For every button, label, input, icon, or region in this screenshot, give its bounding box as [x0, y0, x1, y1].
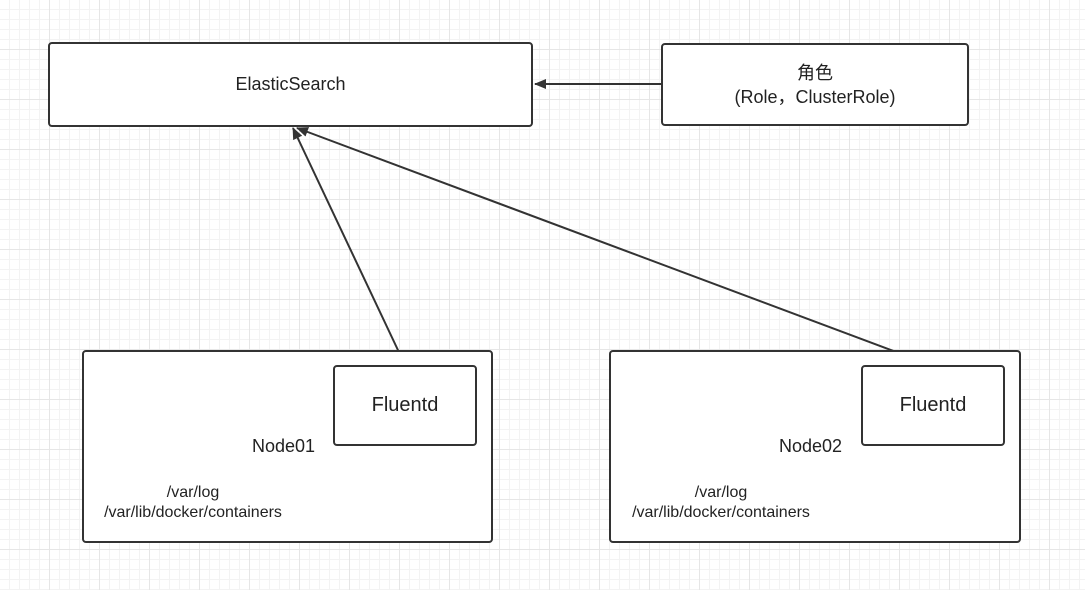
elasticsearch-node[interactable]: ElasticSearch: [48, 42, 533, 127]
log-path-docker-containers: /var/lib/docker/containers: [632, 504, 810, 521]
log-path-docker-containers: /var/lib/docker/containers: [104, 504, 282, 521]
node02-log-paths: /var/log /var/lib/docker/containers: [616, 483, 826, 523]
log-path-var-log: /var/log: [694, 484, 748, 501]
node02-label: Node02: [779, 436, 843, 456]
fluentd-node02[interactable]: Fluentd: [861, 365, 1005, 446]
log-path-var-log: /var/log: [166, 484, 220, 501]
fluentd-label: Fluentd: [371, 394, 439, 416]
role-subtitle: (Role，ClusterRole): [734, 86, 896, 107]
role-node[interactable]: 角色 (Role，ClusterRole): [661, 43, 969, 126]
fluentd-label: Fluentd: [899, 394, 967, 416]
node01-label: Node01: [252, 436, 316, 456]
node01-log-paths: /var/log /var/lib/docker/containers: [88, 483, 298, 523]
elasticsearch-label: ElasticSearch: [235, 74, 346, 94]
edge-fluentd02-to-elasticsearch: [296, 127, 932, 366]
role-title: 角色: [797, 62, 833, 83]
fluentd-node01[interactable]: Fluentd: [333, 365, 477, 446]
edge-fluentd01-to-elasticsearch: [292, 127, 406, 366]
